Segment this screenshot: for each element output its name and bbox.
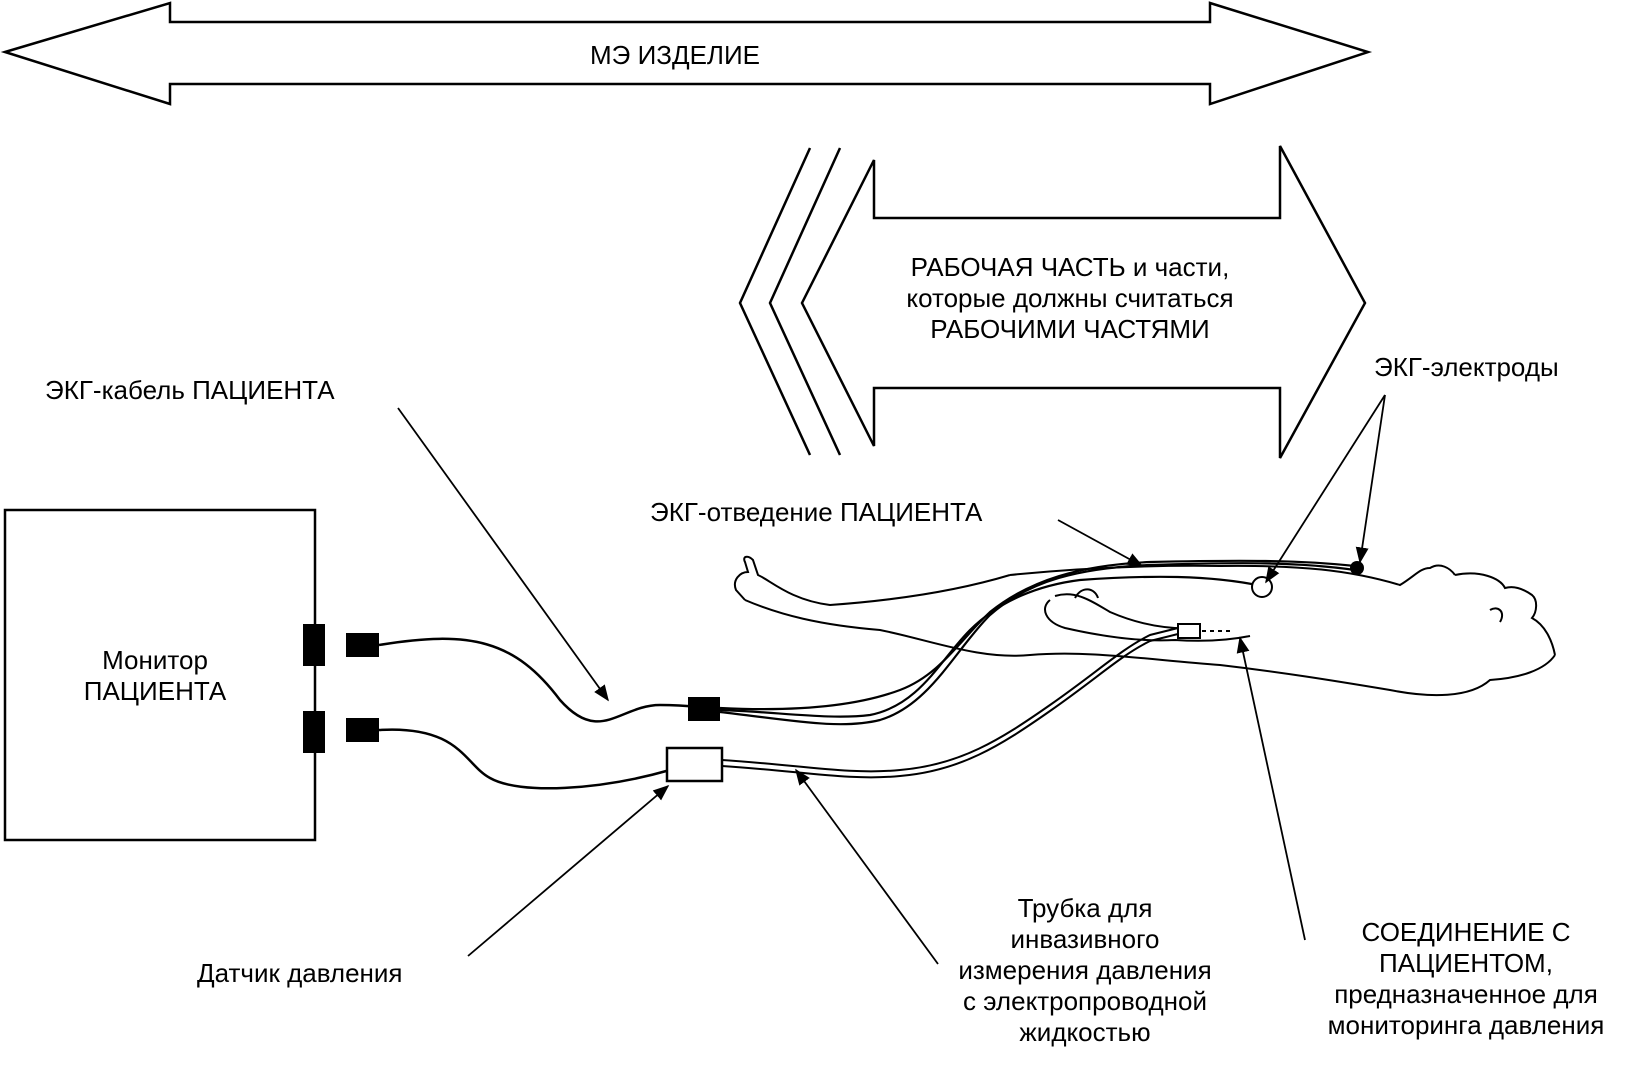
patient-connection-label: СОЕДИНЕНИЕ С ПАЦИЕНТОМ, предназначенное … bbox=[1296, 917, 1636, 1041]
leader-ecg-lead bbox=[1057, 519, 1144, 567]
patient-monitor-label: Монитор ПАЦИЕНТА bbox=[50, 645, 260, 707]
me-device-label: МЭ ИЗДЕЛИЕ bbox=[590, 40, 761, 70]
tube-line4: с электропроводной bbox=[963, 986, 1207, 1016]
monitor-socket-ecg bbox=[303, 624, 325, 666]
patient-connection-line4: мониторинга давления bbox=[1327, 1010, 1605, 1040]
leader-pressure-sensor bbox=[467, 784, 670, 957]
patient-connection-line3: предназначенное для bbox=[1334, 979, 1598, 1009]
patient-monitor-line2: ПАЦИЕНТА bbox=[83, 676, 227, 706]
patient-monitor-line1: Монитор bbox=[102, 645, 208, 675]
patient-monitor-box bbox=[3, 508, 317, 842]
tube-line1: Трубка для bbox=[1017, 893, 1153, 923]
leader-electrode-chest bbox=[1265, 394, 1386, 584]
me-device-arrow bbox=[0, 1, 1373, 106]
ecg-electrode-chest bbox=[1251, 576, 1273, 598]
leader-arrows bbox=[397, 394, 1386, 965]
catheter-connector bbox=[1177, 623, 1201, 639]
pressure-sensor-label: Датчик давления bbox=[197, 958, 403, 988]
leader-electrode-shoulder bbox=[1355, 394, 1386, 564]
applied-part-label: РАБОЧАЯ ЧАСТЬ и части, которые должны сч… bbox=[850, 252, 1290, 345]
ecg-lead-wires bbox=[719, 559, 1356, 726]
applied-part-line3: РАБОЧИМИ ЧАСТЯМИ bbox=[930, 314, 1210, 344]
pressure-plug bbox=[346, 718, 379, 742]
ecg-electrodes-label: ЭКГ-электроды bbox=[1374, 352, 1559, 382]
monitor-socket-pressure bbox=[303, 711, 325, 753]
patient-figure bbox=[734, 555, 1556, 697]
tube-label: Трубка для инвазивного измерения давлени… bbox=[935, 893, 1235, 1048]
tube-line2: инвазивного bbox=[1010, 924, 1160, 954]
pressure-tubing bbox=[721, 627, 1179, 779]
pressure-sensor-box bbox=[665, 746, 724, 783]
ecg-electrode-shoulder bbox=[1350, 561, 1364, 575]
ecg-cable-connector bbox=[688, 697, 720, 721]
leader-ecg-cable bbox=[397, 407, 609, 702]
applied-part-arrow bbox=[738, 145, 1367, 459]
ecg-plug bbox=[346, 633, 379, 657]
leader-patient-connection bbox=[1236, 636, 1306, 941]
ecg-cable-label: ЭКГ-кабель ПАЦИЕНТА bbox=[45, 375, 335, 405]
ecg-cable bbox=[378, 637, 711, 723]
tube-line5: жидкостью bbox=[1019, 1017, 1151, 1047]
pressure-cable bbox=[378, 728, 671, 790]
leader-tube bbox=[795, 768, 939, 965]
patient-connection-line1: СОЕДИНЕНИЕ С bbox=[1361, 917, 1571, 947]
ecg-lead-label: ЭКГ-отведение ПАЦИЕНТА bbox=[650, 497, 983, 527]
patient-connection-line2: ПАЦИЕНТОМ, bbox=[1379, 948, 1553, 978]
applied-part-line1: РАБОЧАЯ ЧАСТЬ и части, bbox=[910, 252, 1230, 282]
tube-line3: измерения давления bbox=[958, 955, 1212, 985]
applied-part-line2: которые должны считаться bbox=[906, 283, 1234, 313]
